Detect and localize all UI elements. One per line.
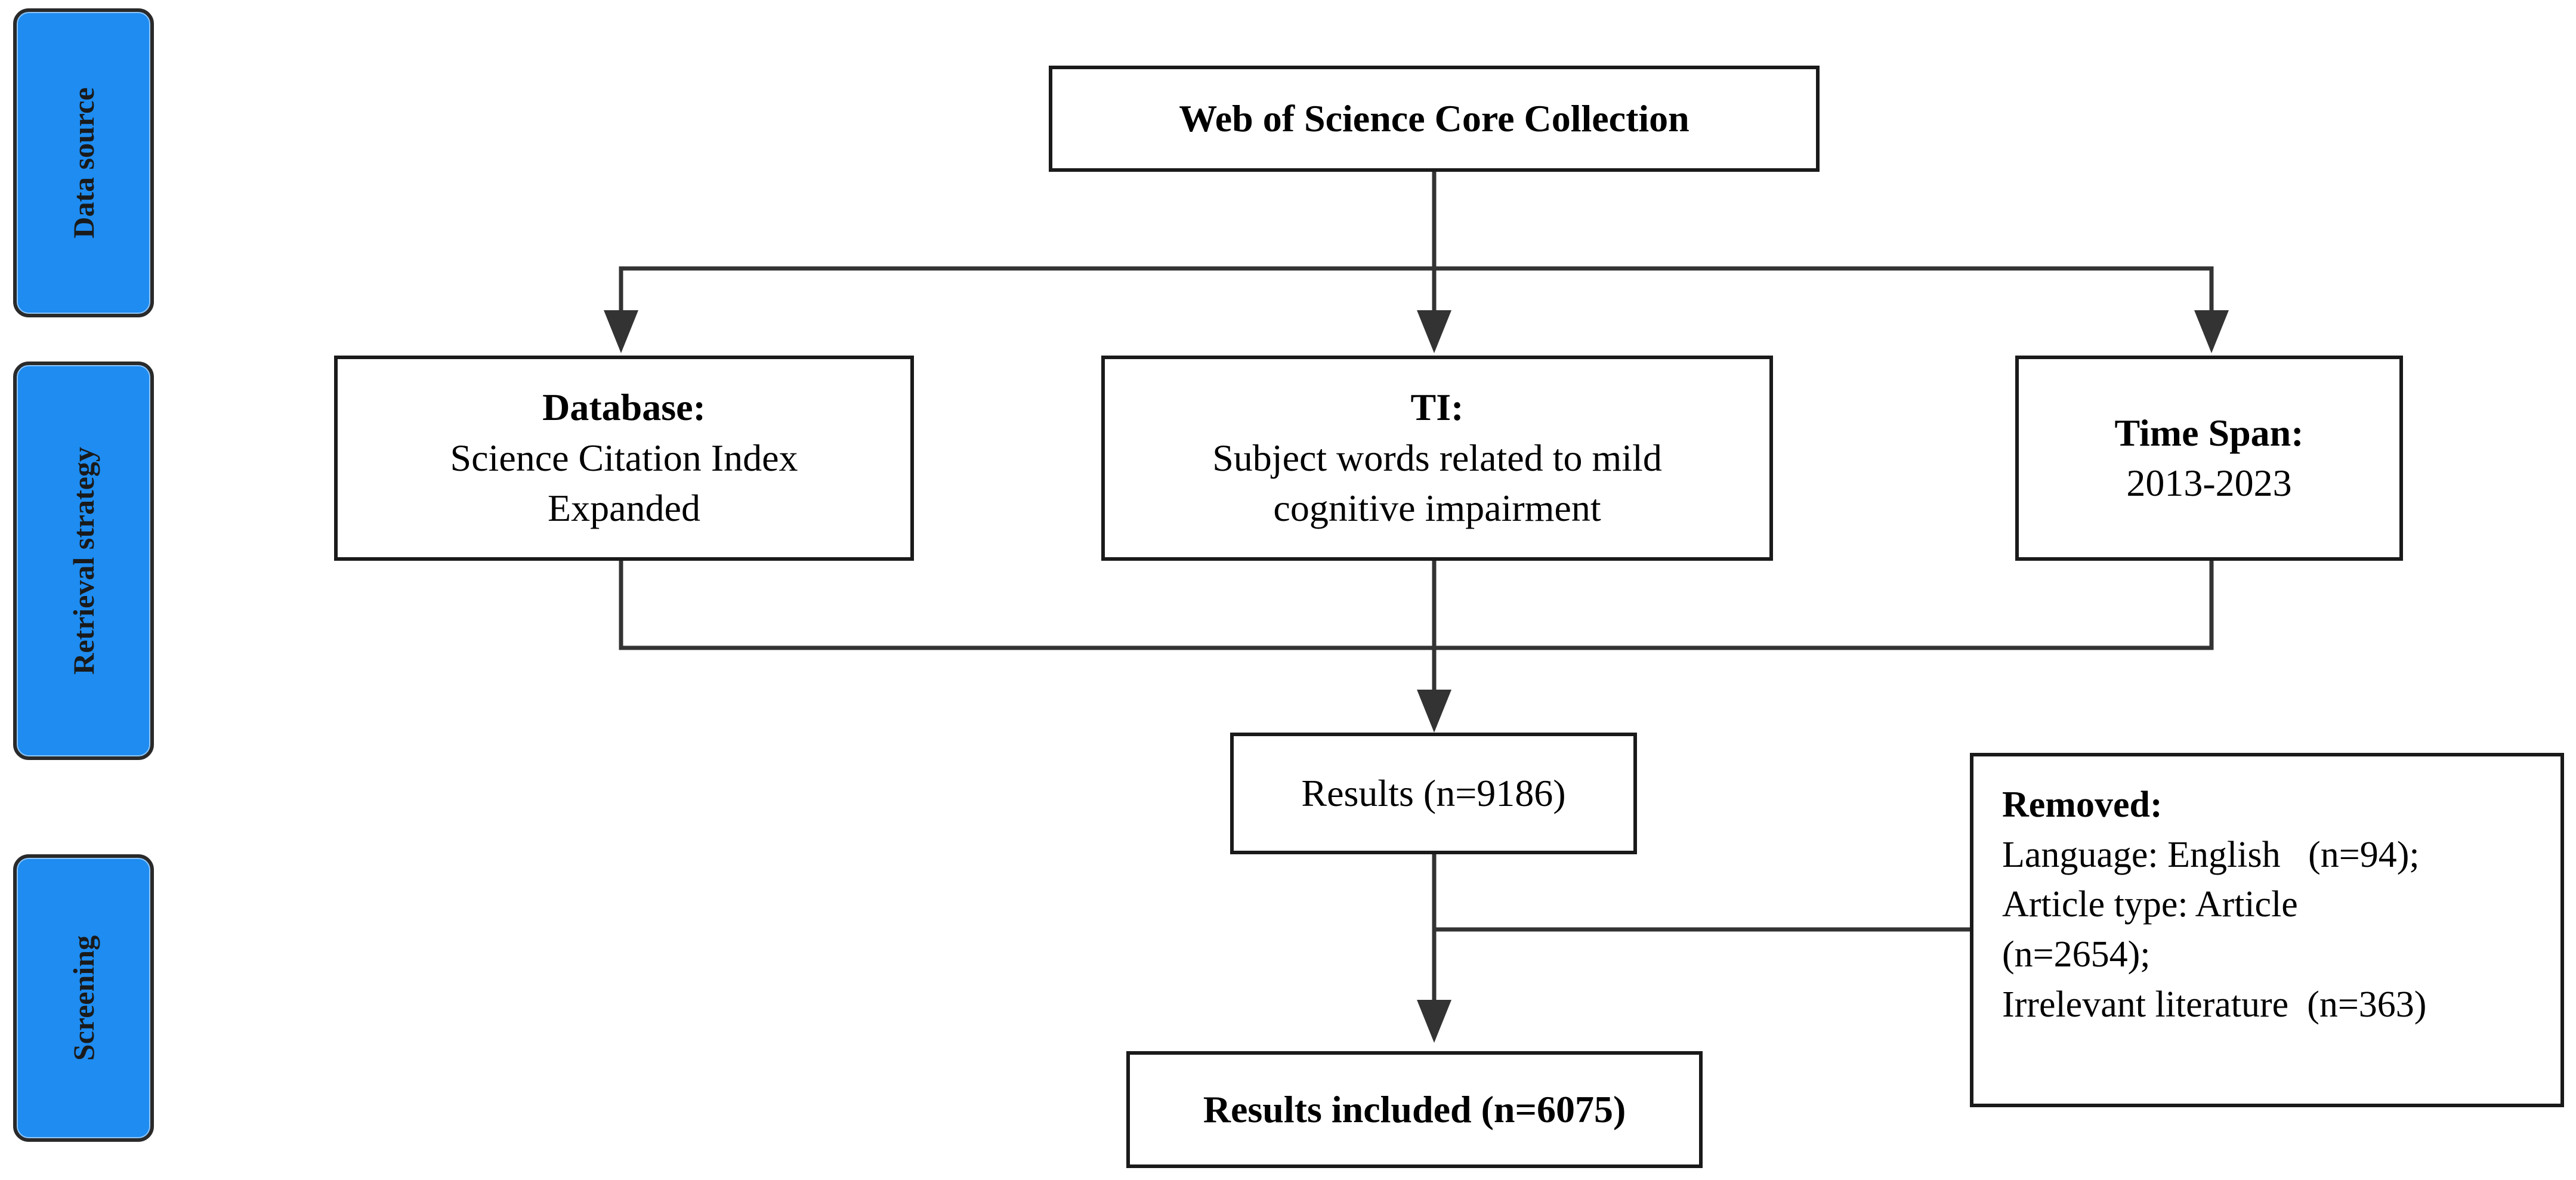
box-results-text: Results (n=9186)	[1301, 771, 1566, 814]
box-removed-title: Removed:	[2002, 784, 2163, 825]
box-results-included-title: Results included (n=6075)	[1203, 1088, 1626, 1130]
box-ti-line1: Subject words related to mild	[1212, 436, 1662, 479]
box-results: Results (n=9186)	[1230, 733, 1637, 854]
box-time-span: Time Span: 2013-2023	[2015, 356, 2403, 561]
removed-line-irrelevant: Irrelevant literature (n=363)	[2002, 984, 2427, 1025]
box-web-of-science: Web of Science Core Collection	[1049, 66, 1820, 172]
removed-line-article-type: Article type: Article	[2002, 884, 2298, 925]
stage-screening: Screening	[13, 854, 154, 1142]
box-database: Database: Science Citation Index Expande…	[334, 356, 914, 561]
box-removed: Removed: Language: English (n=94); Artic…	[1970, 753, 2564, 1107]
box-ti-title: TI:	[1410, 386, 1464, 429]
removed-line-article-count: (n=2654);	[2002, 934, 2151, 975]
arrow-to-ti	[1417, 310, 1451, 353]
box-results-included: Results included (n=6075)	[1126, 1051, 1703, 1168]
box-time-span-title: Time Span:	[2114, 411, 2304, 454]
arrow-to-included	[1417, 1000, 1451, 1043]
box-ti: TI: Subject words related to mild cognit…	[1101, 356, 1773, 561]
stage-retrieval-strategy: Retrieval strategy	[13, 362, 154, 760]
arrow-to-database	[604, 310, 638, 353]
arrow-to-results	[1417, 690, 1451, 733]
box-time-span-line1: 2013-2023	[2126, 462, 2292, 504]
arrow-to-timespan	[2194, 310, 2229, 353]
removed-line-language: Language: English (n=94);	[2002, 834, 2420, 875]
box-ti-line2: cognitive impairment	[1273, 487, 1601, 530]
box-database-line1: Science Citation Index	[450, 436, 798, 479]
box-database-line2: Expanded	[548, 487, 700, 530]
box-web-of-science-title: Web of Science Core Collection	[1179, 97, 1689, 140]
stage-data-source: Data source	[13, 8, 154, 317]
box-database-title: Database:	[542, 386, 706, 429]
